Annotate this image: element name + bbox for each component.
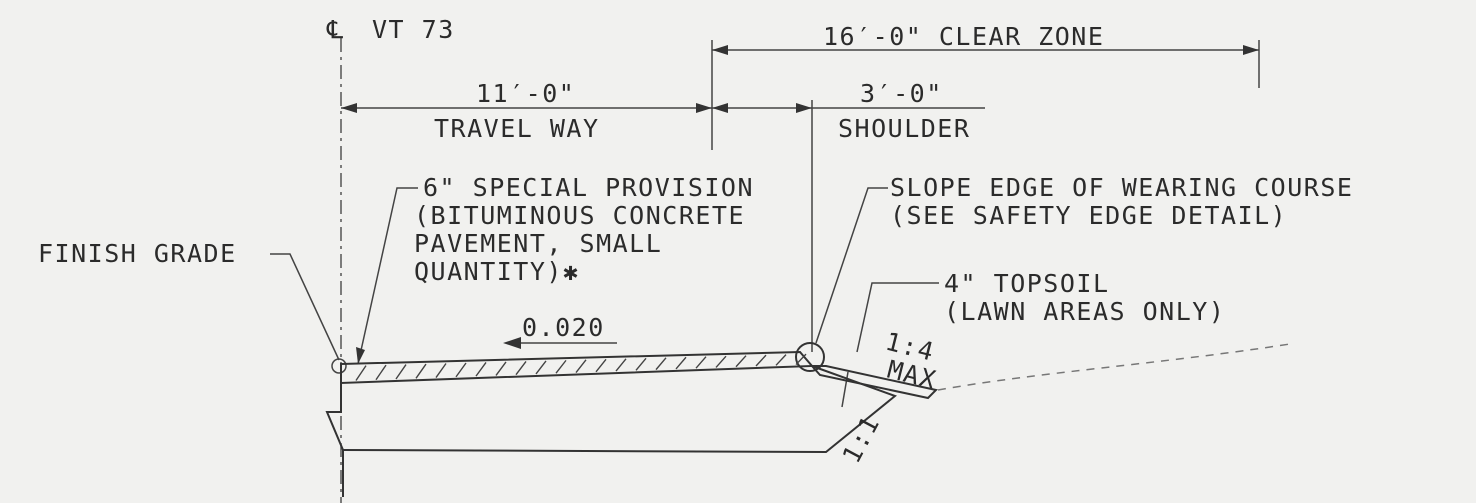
- svg-text:SLOPE EDGE OF WEARING COURSE: SLOPE EDGE OF WEARING COURSE: [890, 173, 1353, 202]
- slope-edge-callout: SLOPE EDGE OF WEARING COURSE (SEE SAFETY…: [890, 173, 1353, 230]
- cross-slope-value: 0.020: [522, 313, 605, 342]
- pavement-hatch: [395, 364, 407, 380]
- shoulder-dim: 3′-0": [860, 79, 943, 108]
- base-slope-label: 1:1: [837, 410, 886, 467]
- pavement-hatch: [555, 359, 567, 374]
- pavement-hatch: [655, 357, 667, 371]
- svg-text:(SEE SAFETY EDGE DETAIL): (SEE SAFETY EDGE DETAIL): [890, 201, 1287, 230]
- topsoil-callout: 4" TOPSOIL (LAWN AREAS ONLY): [944, 269, 1225, 326]
- pavement-hatch: [675, 356, 687, 370]
- safety-edge-circle: [795, 342, 825, 372]
- pavement-hatch: [795, 353, 807, 366]
- pavement-hatch: [575, 359, 587, 373]
- pavement-hatch: [735, 355, 747, 368]
- pavement-hatch: [775, 354, 787, 366]
- svg-text:4" TOPSOIL: 4" TOPSOIL: [944, 269, 1110, 298]
- finish-grade-label: FINISH GRADE: [38, 239, 237, 268]
- pavement-hatch: [595, 358, 607, 373]
- topsoil-wedge: [809, 365, 939, 400]
- pavement-hatch: [495, 361, 507, 376]
- subbase-outline: [342, 365, 898, 454]
- slope-edge-leader: [815, 187, 888, 344]
- topsoil-leader: [856, 282, 939, 353]
- pavement-hatch: [435, 363, 447, 378]
- pavement-hatch: [755, 354, 767, 367]
- pavement-hatch: [355, 365, 367, 381]
- pavement-hatch: [715, 355, 727, 368]
- travel-way-dim: 11′-0": [476, 79, 575, 108]
- svg-text:6" SPECIAL PROVISION: 6" SPECIAL PROVISION: [423, 173, 754, 202]
- pavement-hatch: [475, 362, 487, 377]
- clear-zone-label: 16′-0" CLEAR ZONE: [823, 22, 1104, 51]
- shoulder-label: SHOULDER: [838, 114, 970, 143]
- pavement-leader: [357, 187, 418, 365]
- pavement-layer: [340, 350, 815, 385]
- pavement-hatch: [695, 356, 707, 369]
- pavement-hatch: [375, 364, 387, 381]
- existing-ground-line: [937, 343, 1291, 391]
- finish-grade-point: [331, 358, 347, 374]
- pavement-hatch: [615, 358, 627, 372]
- travel-way-dimension: [341, 100, 985, 352]
- pavement-hatch: [415, 363, 427, 379]
- centerline-label: VT 73: [372, 15, 455, 44]
- pavement-callout: 6" SPECIAL PROVISION (BITUMINOUS CONCRET…: [414, 173, 754, 286]
- pavement-hatch: [535, 360, 547, 375]
- base-left-edge: [325, 383, 344, 497]
- pavement-hatch: [635, 357, 647, 371]
- svg-text:(BITUMINOUS CONCRETE: (BITUMINOUS CONCRETE: [414, 201, 745, 230]
- svg-text:PAVEMENT, SMALL: PAVEMENT, SMALL: [414, 229, 662, 258]
- pavement-hatch: [515, 361, 527, 376]
- finish-grade-leader: [270, 253, 340, 361]
- pavement-hatch: [455, 362, 467, 378]
- svg-text:QUANTITY)✱: QUANTITY)✱: [414, 257, 580, 286]
- travel-way-label: TRAVEL WAY: [434, 114, 600, 143]
- centerline-symbol: ℄: [326, 15, 345, 44]
- svg-text:(LAWN AREAS ONLY): (LAWN AREAS ONLY): [944, 297, 1225, 326]
- foreslope-label: 1:4 MAX: [883, 327, 940, 395]
- clear-zone-dimension: [711, 40, 1260, 150]
